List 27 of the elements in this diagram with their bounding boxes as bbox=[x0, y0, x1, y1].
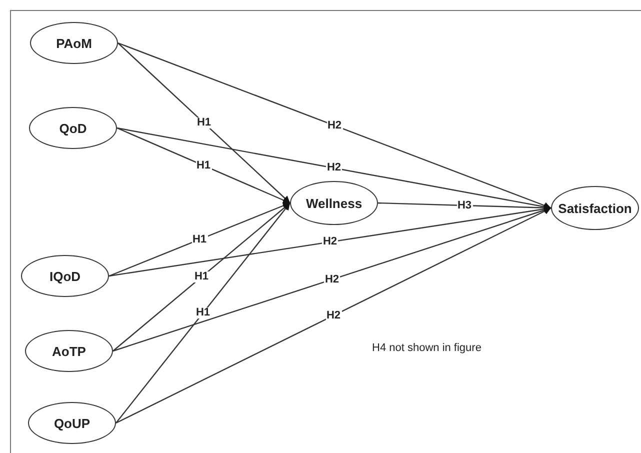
arrow bbox=[118, 42, 552, 209]
edge-label: H1 bbox=[193, 272, 210, 282]
arrow bbox=[118, 42, 290, 204]
arrow bbox=[378, 202, 552, 212]
arrow bbox=[112, 202, 290, 352]
edge-label: H1 bbox=[195, 160, 212, 171]
edge-label: H1 bbox=[194, 308, 212, 318]
edge-label: H1 bbox=[196, 118, 212, 128]
arrow bbox=[116, 202, 290, 424]
construct-name: PAoM bbox=[56, 36, 92, 50]
arrow bbox=[116, 207, 552, 424]
edge-label: H3 bbox=[456, 200, 473, 211]
construct-name: Satisfaction bbox=[558, 202, 632, 214]
construct-name: AoTP bbox=[52, 344, 86, 358]
edge-label: H2 bbox=[322, 236, 338, 248]
edge-label: H2 bbox=[326, 120, 343, 131]
edge-label: H2 bbox=[325, 310, 342, 321]
arrow bbox=[116, 127, 290, 204]
note-text: H4 not shown in figure bbox=[372, 341, 482, 356]
construct-name: QoD bbox=[59, 122, 87, 134]
construct-name: Wellness bbox=[306, 196, 362, 210]
edge-label: H1 bbox=[191, 234, 208, 245]
edge-label: H2 bbox=[326, 162, 342, 174]
construct-name: IQoD bbox=[49, 270, 81, 282]
construct-name: QoUP bbox=[54, 416, 90, 430]
edge-label: H2 bbox=[324, 274, 340, 285]
arrow bbox=[108, 202, 290, 277]
